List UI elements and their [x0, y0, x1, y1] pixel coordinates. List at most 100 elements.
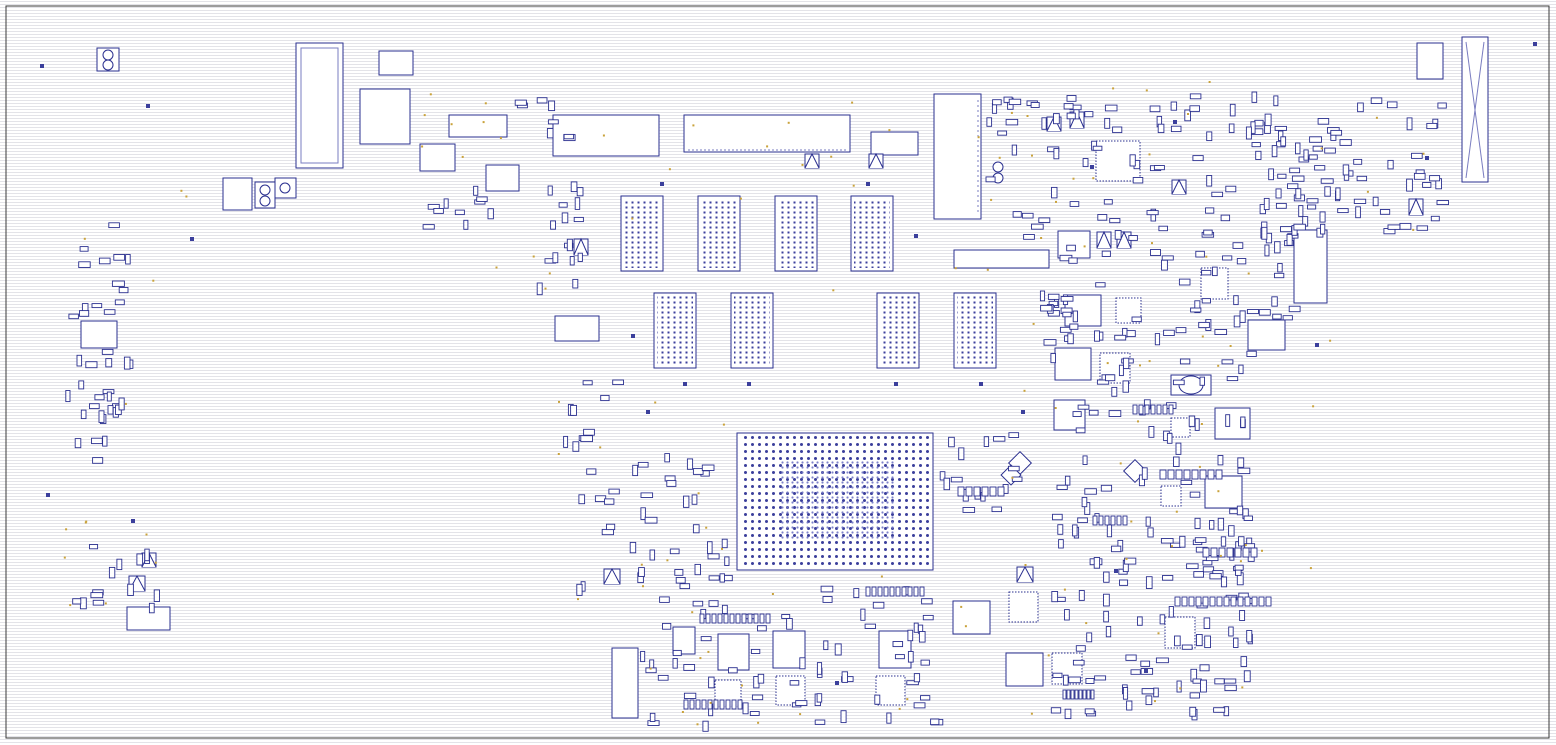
passive-component[interactable] — [1114, 230, 1122, 240]
passive-component[interactable] — [1072, 524, 1078, 537]
pad-array-element[interactable] — [1122, 515, 1128, 526]
passive-component[interactable] — [1097, 214, 1108, 221]
passive-component[interactable] — [569, 256, 575, 266]
test-point[interactable] — [757, 721, 760, 724]
passive-component[interactable] — [1192, 155, 1204, 162]
passive-component[interactable] — [986, 117, 993, 127]
passive-component[interactable] — [860, 608, 866, 621]
passive-component[interactable] — [939, 471, 946, 481]
passive-component[interactable] — [1287, 183, 1299, 190]
pad-array-element[interactable] — [747, 613, 753, 624]
passive-component[interactable] — [750, 648, 761, 654]
passive-component[interactable] — [1086, 632, 1093, 643]
test-point[interactable] — [1198, 465, 1201, 468]
pad-array-element[interactable] — [901, 586, 907, 597]
passive-component[interactable] — [1202, 559, 1213, 566]
via-marker[interactable] — [979, 382, 983, 386]
test-point[interactable] — [998, 156, 1001, 159]
pad-array-element[interactable] — [1258, 596, 1265, 607]
passive-component[interactable] — [1175, 327, 1187, 334]
test-point[interactable] — [801, 163, 804, 166]
test-point[interactable] — [484, 102, 487, 105]
passive-component[interactable] — [708, 600, 719, 607]
passive-component[interactable] — [1342, 164, 1350, 176]
passive-component[interactable] — [79, 246, 89, 252]
passive-component[interactable] — [1066, 112, 1076, 120]
test-point[interactable] — [722, 423, 725, 426]
test-point[interactable] — [640, 563, 643, 566]
passive-component[interactable] — [608, 488, 620, 495]
passive-component[interactable] — [1082, 158, 1089, 168]
passive-component[interactable] — [1153, 165, 1165, 171]
passive-component[interactable] — [1021, 212, 1034, 219]
passive-component[interactable] — [675, 577, 686, 584]
passive-component[interactable] — [1288, 305, 1301, 313]
passive-component[interactable] — [1295, 142, 1301, 155]
test-point[interactable] — [1083, 245, 1086, 248]
pad-array-element[interactable] — [1251, 596, 1258, 607]
passive-component[interactable] — [1240, 416, 1246, 428]
passive-component[interactable] — [640, 492, 654, 498]
test-point[interactable] — [906, 698, 909, 701]
passive-component[interactable] — [683, 495, 690, 508]
passive-component[interactable] — [1291, 175, 1305, 182]
passive-component[interactable] — [1072, 310, 1078, 323]
passive-component[interactable] — [913, 622, 919, 633]
passive-component[interactable] — [657, 674, 669, 681]
passive-component[interactable] — [1214, 678, 1225, 685]
passive-component[interactable] — [1078, 590, 1085, 601]
passive-component[interactable] — [1130, 669, 1141, 675]
passive-component[interactable] — [920, 659, 930, 666]
pad-array-element[interactable] — [1144, 404, 1150, 415]
passive-component[interactable] — [814, 719, 826, 725]
test-point[interactable] — [649, 667, 652, 670]
test-point[interactable] — [1201, 335, 1204, 338]
passive-component[interactable] — [144, 548, 150, 562]
passive-component[interactable] — [1106, 524, 1113, 538]
passive-component[interactable] — [1211, 191, 1224, 198]
test-point[interactable] — [154, 561, 157, 564]
passive-component[interactable] — [1051, 591, 1059, 603]
passive-component[interactable] — [1203, 617, 1211, 629]
passive-component[interactable] — [1056, 484, 1068, 490]
passive-component[interactable] — [1011, 476, 1023, 482]
passive-component[interactable] — [547, 119, 559, 125]
passive-component[interactable] — [577, 252, 583, 262]
passive-component[interactable] — [1193, 571, 1204, 578]
passive-component[interactable] — [922, 614, 934, 621]
passive-component[interactable] — [993, 436, 1006, 442]
passive-component[interactable] — [691, 494, 698, 505]
passive-component[interactable] — [823, 640, 829, 651]
pad-array-element[interactable] — [1104, 515, 1110, 526]
passive-component[interactable] — [1246, 630, 1253, 643]
passive-component[interactable] — [1194, 300, 1201, 314]
pad-array-element[interactable] — [1078, 689, 1083, 700]
test-point[interactable] — [1072, 177, 1075, 180]
passive-component[interactable] — [1166, 432, 1173, 444]
pad-array-element[interactable] — [1207, 469, 1215, 480]
passive-component[interactable] — [1339, 139, 1352, 146]
passive-component[interactable] — [1387, 159, 1394, 170]
passive-component[interactable] — [1200, 679, 1207, 693]
pad-array-element[interactable] — [965, 486, 973, 497]
test-point[interactable] — [429, 93, 432, 96]
passive-component[interactable] — [1226, 376, 1239, 382]
passive-component[interactable] — [1233, 295, 1239, 306]
passive-component[interactable] — [1075, 427, 1086, 434]
passive-component[interactable] — [1005, 118, 1019, 126]
passive-component[interactable] — [116, 558, 123, 571]
passive-component[interactable] — [1111, 386, 1118, 397]
passive-component[interactable] — [94, 394, 105, 401]
passive-component[interactable] — [1180, 479, 1193, 485]
pad-array-element[interactable] — [1181, 596, 1188, 607]
passive-component[interactable] — [1067, 333, 1074, 345]
passive-component[interactable] — [872, 601, 885, 609]
passive-component[interactable] — [487, 208, 494, 220]
passive-component[interactable] — [1084, 488, 1097, 495]
passive-component[interactable] — [822, 596, 833, 603]
test-point[interactable] — [705, 526, 708, 529]
passive-component[interactable] — [707, 553, 720, 560]
pad-array-element[interactable] — [1218, 547, 1226, 558]
test-point[interactable] — [1171, 545, 1173, 548]
passive-component[interactable] — [91, 303, 103, 309]
